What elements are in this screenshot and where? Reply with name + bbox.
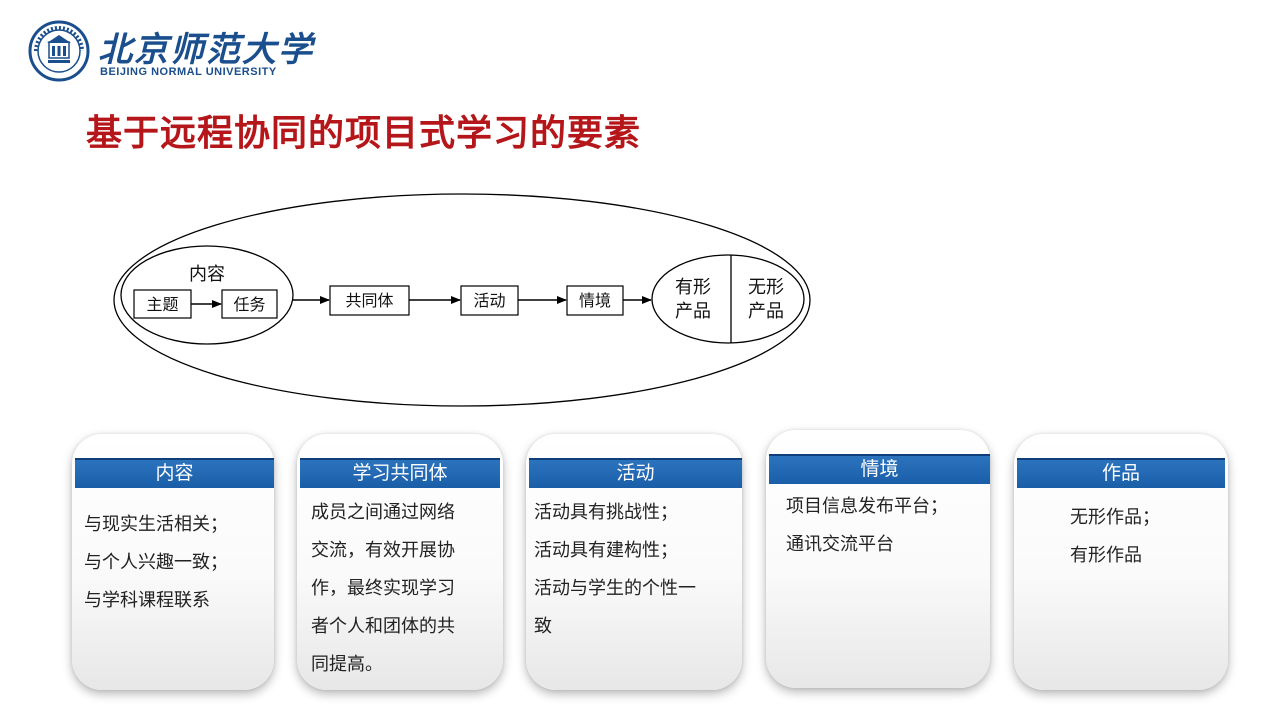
topic-box xyxy=(133,289,192,319)
card-line: 成员之间通过网络 xyxy=(311,502,455,523)
university-logo: 北京师范大学 BEIJING NORMAL UNIVERSITY xyxy=(28,20,312,82)
card-line: 同提高。 xyxy=(311,654,383,675)
task-label: 任务 xyxy=(233,295,265,314)
logo-english-name: BEIJING NORMAL UNIVERSITY xyxy=(100,66,277,78)
situation-box xyxy=(566,285,624,316)
card-line: 项目信息发布平台； xyxy=(786,496,948,517)
card-body: 与现实生活相关； 与个人兴趣一致； 与学科课程联系 xyxy=(84,506,228,620)
page-title: 基于远程协同的项目式学习的要素 xyxy=(86,112,642,154)
elements-diagram: 内容 主题 任务 共同体 活动 情境 有形 产品 无形 产品 xyxy=(113,193,811,407)
outer-ellipse xyxy=(113,193,811,407)
logo-chinese-name: 北京师范大学 xyxy=(98,30,314,70)
content-label: 内容 xyxy=(189,264,225,285)
task-box xyxy=(221,289,278,319)
university-seal-icon xyxy=(28,20,90,82)
card-line: 有形作品 xyxy=(1070,545,1142,566)
activity-box xyxy=(460,285,519,316)
card-works: 作品 无形作品； 有形作品 xyxy=(1014,434,1228,690)
community-box xyxy=(329,285,410,316)
intangible-products-line1: 无形 xyxy=(748,277,784,298)
tangible-products-line2: 产品 xyxy=(675,301,711,322)
card-line: 活动具有建构性； xyxy=(534,540,678,561)
community-label: 共同体 xyxy=(345,291,393,310)
card-header: 学习共同体 xyxy=(300,458,500,488)
card-content: 内容 与现实生活相关； 与个人兴趣一致； 与学科课程联系 xyxy=(72,434,274,690)
card-header: 内容 xyxy=(75,458,274,488)
card-body: 活动具有挑战性； 活动具有建构性； 活动与学生的个性一 致 xyxy=(534,494,696,646)
card-line: 致 xyxy=(534,616,552,637)
card-line: 者个人和团体的共 xyxy=(311,616,455,637)
card-header: 情境 xyxy=(769,454,990,484)
card-line: 通讯交流平台 xyxy=(786,534,894,555)
card-line: 与个人兴趣一致； xyxy=(84,552,228,573)
card-line: 与学科课程联系 xyxy=(84,590,210,611)
tangible-products-line1: 有形 xyxy=(675,277,711,298)
card-line: 无形作品； xyxy=(1070,507,1160,528)
card-body: 无形作品； 有形作品 xyxy=(1070,499,1160,575)
situation-label: 情境 xyxy=(579,291,611,310)
card-line: 交流，有效开展协 xyxy=(311,540,455,561)
card-activity: 活动 活动具有挑战性； 活动具有建构性； 活动与学生的个性一 致 xyxy=(526,434,742,690)
intangible-products-line2: 产品 xyxy=(748,301,784,322)
card-header: 作品 xyxy=(1017,458,1225,488)
card-situation: 情境 项目信息发布平台； 通讯交流平台 xyxy=(766,430,990,688)
card-line: 活动具有挑战性； xyxy=(534,502,678,523)
card-body: 项目信息发布平台； 通讯交流平台 xyxy=(786,488,948,564)
card-line: 与现实生活相关； xyxy=(84,514,228,535)
topic-label: 主题 xyxy=(146,295,178,314)
content-ellipse xyxy=(120,245,294,345)
card-body: 成员之间通过网络 交流，有效开展协 作，最终实现学习 者个人和团体的共 同提高。 xyxy=(311,494,455,684)
card-header: 活动 xyxy=(529,458,742,488)
products-ellipse xyxy=(651,254,805,344)
card-line: 作，最终实现学习 xyxy=(311,578,455,599)
activity-label: 活动 xyxy=(473,291,505,310)
card-learning-community: 学习共同体 成员之间通过网络 交流，有效开展协 作，最终实现学习 者个人和团体的… xyxy=(297,434,503,690)
card-line: 活动与学生的个性一 xyxy=(534,578,696,599)
